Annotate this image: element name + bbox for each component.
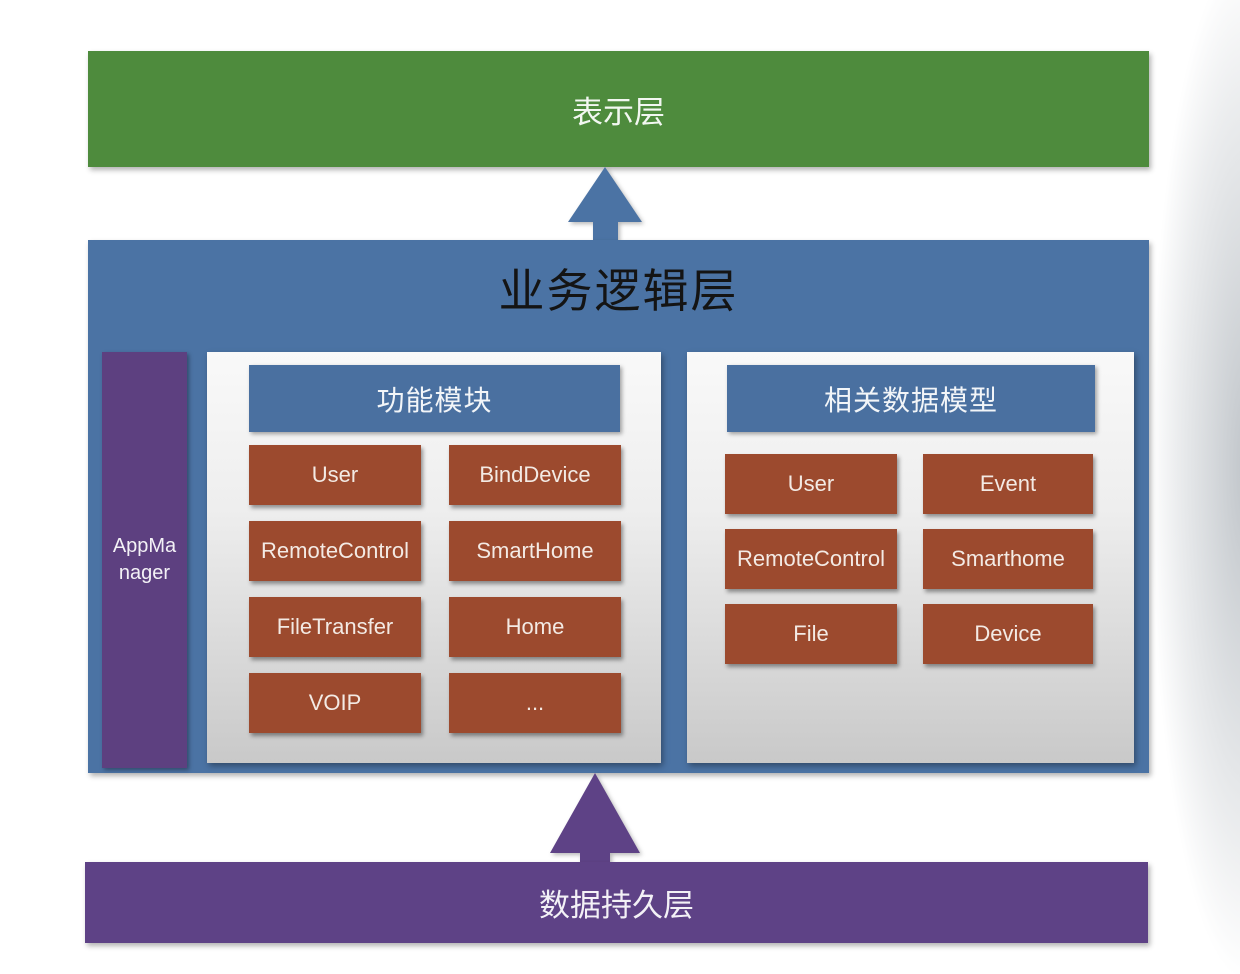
model-box: User xyxy=(725,454,897,514)
function-modules-grid: User BindDevice RemoteControl SmartHome … xyxy=(249,445,621,733)
model-box: Smarthome xyxy=(923,529,1093,589)
app-manager-label: AppManager xyxy=(112,535,177,584)
model-box: RemoteControl xyxy=(725,529,897,589)
model-box: Device xyxy=(923,604,1093,664)
model-box: Event xyxy=(923,454,1093,514)
up-arrow-business-to-presentation-icon xyxy=(568,167,643,241)
function-modules-header-label: 功能模块 xyxy=(376,384,493,416)
function-modules-panel: 功能模块 User BindDevice RemoteControl Smart… xyxy=(207,352,661,763)
model-box: File xyxy=(725,604,897,664)
data-models-panel: 相关数据模型 User Event RemoteControl Smarthom… xyxy=(687,352,1134,763)
module-box: ... xyxy=(449,673,621,733)
presentation-layer-label: 表示层 xyxy=(572,94,665,130)
presentation-layer-bar: 表示层 xyxy=(88,51,1149,167)
persistence-layer-label: 数据持久层 xyxy=(539,888,694,923)
arrow-head xyxy=(568,167,642,222)
arrow-stem xyxy=(593,221,618,241)
business-logic-layer-title: 业务逻辑层 xyxy=(498,265,739,317)
data-models-grid: User Event RemoteControl Smarthome File … xyxy=(725,454,1093,664)
data-models-header: 相关数据模型 xyxy=(727,365,1095,432)
arrow-head xyxy=(550,773,640,853)
module-box: BindDevice xyxy=(449,445,621,505)
app-manager-bar: AppManager xyxy=(102,352,187,768)
module-box: User xyxy=(249,445,421,505)
data-models-header-label: 相关数据模型 xyxy=(823,384,998,416)
business-logic-layer-container: 业务逻辑层 AppManager 功能模块 User BindDevice Re… xyxy=(88,240,1149,773)
module-box: FileTransfer xyxy=(249,597,421,657)
persistence-layer-bar: 数据持久层 xyxy=(85,862,1148,943)
page-edge-shadow xyxy=(1152,0,1240,974)
module-box: SmartHome xyxy=(449,521,621,581)
function-modules-header: 功能模块 xyxy=(249,365,620,432)
module-box: VOIP xyxy=(249,673,421,733)
arrow-stem xyxy=(580,852,610,863)
module-box: RemoteControl xyxy=(249,521,421,581)
up-arrow-persistence-to-business-icon xyxy=(550,773,640,863)
module-box: Home xyxy=(449,597,621,657)
